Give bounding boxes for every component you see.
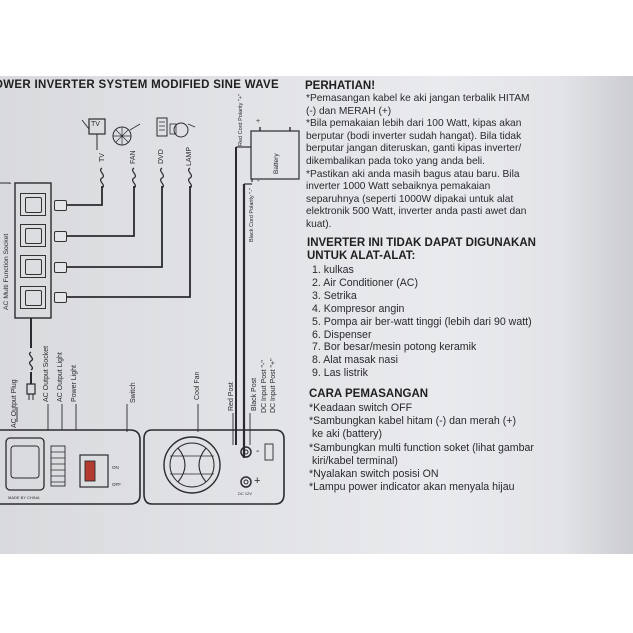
document-title: OWER INVERTER SYSTEM MODIFIED SINE WAVE (0, 79, 279, 91)
black-cord-label: Black Cord Polarity "-" (249, 187, 255, 242)
label-dc-input-neg: DC Input Post "-" (261, 360, 268, 413)
plug-2 (54, 231, 67, 242)
battery-plus: + (256, 118, 261, 125)
terminal-minus: - (256, 446, 260, 457)
label-dc-input-pos: DC Input Post "+" (270, 358, 277, 413)
list-item: 2. Air Conditioner (AC) (312, 276, 418, 289)
list-item: 6. Dispenser (312, 328, 372, 341)
tv-box-label: TV (91, 121, 100, 128)
plug-1 (54, 200, 67, 211)
label-ac-output-light: AC Output Light (57, 352, 64, 402)
label-switch: Switch (130, 382, 137, 403)
ac-socket-3 (20, 255, 46, 278)
paper-sheet (0, 76, 633, 554)
plug-4 (54, 292, 67, 303)
device-label-tv: TV (99, 153, 106, 162)
label-red-post: Red Post (228, 382, 235, 411)
list-item: 3. Setrika (312, 289, 357, 302)
switch-on-label: ON (112, 465, 119, 470)
label-cool-fan: Cool Fan (194, 371, 201, 400)
cara-text: *Keadaan switch OFF *Sambungkan kabel hi… (309, 402, 534, 494)
list-item: 9. Las listrik (312, 367, 368, 380)
paper-shadow (560, 76, 633, 554)
tidak-dapat-heading-1: INVERTER INI TIDAK DAPAT DIGUNAKAN (307, 237, 536, 249)
made-in-label: MADE BY CHINA (8, 495, 40, 500)
list-item: 7. Bor besar/mesin potong keramik (312, 341, 477, 354)
tidak-dapat-heading-2: UNTUK ALAT-ALAT: (307, 250, 416, 262)
socket-strip-label: AC Multi Function Socket (3, 233, 10, 310)
list-item: 1. kulkas (312, 264, 354, 276)
perhatian-text: *Pemasangan kabel ke aki jangan terbalik… (306, 93, 530, 230)
terminal-plus: + (254, 475, 261, 487)
ac-socket-1 (20, 193, 46, 216)
device-label-dvd: DVD (158, 149, 165, 164)
label-power-light: Power Light (71, 365, 78, 402)
list-item: 8. Alat masak nasi (312, 354, 398, 367)
battery-label: Battery (273, 153, 280, 174)
battery-minus: - (257, 176, 260, 185)
plug-3 (54, 262, 67, 273)
device-label-lamp: LAMP (186, 146, 193, 166)
switch-off-label: OFF (112, 482, 121, 487)
tidak-dapat-list: 1. kulkas 2. Air Conditioner (AC) 3. Set… (312, 264, 532, 380)
ac-socket-4 (20, 286, 46, 309)
dc-label: DC 12V (238, 491, 253, 496)
label-black-post: Black Post (251, 377, 258, 411)
label-ac-output-socket: AC Output Socket (43, 345, 50, 402)
list-item: 4. Kompresor angin (312, 302, 405, 315)
label-ac-output-plug: AC Output Plug (11, 379, 18, 428)
device-label-fan: FAN (130, 150, 137, 164)
cara-heading: CARA PEMASANGAN (309, 388, 429, 400)
perhatian-heading: PERHATIAN! (305, 80, 376, 92)
list-item: 5. Pompa air ber-watt tinggi (lebih dari… (312, 315, 532, 328)
red-cord-label: Red Cord Polarity "+" (238, 93, 244, 146)
ac-socket-2 (20, 224, 46, 247)
